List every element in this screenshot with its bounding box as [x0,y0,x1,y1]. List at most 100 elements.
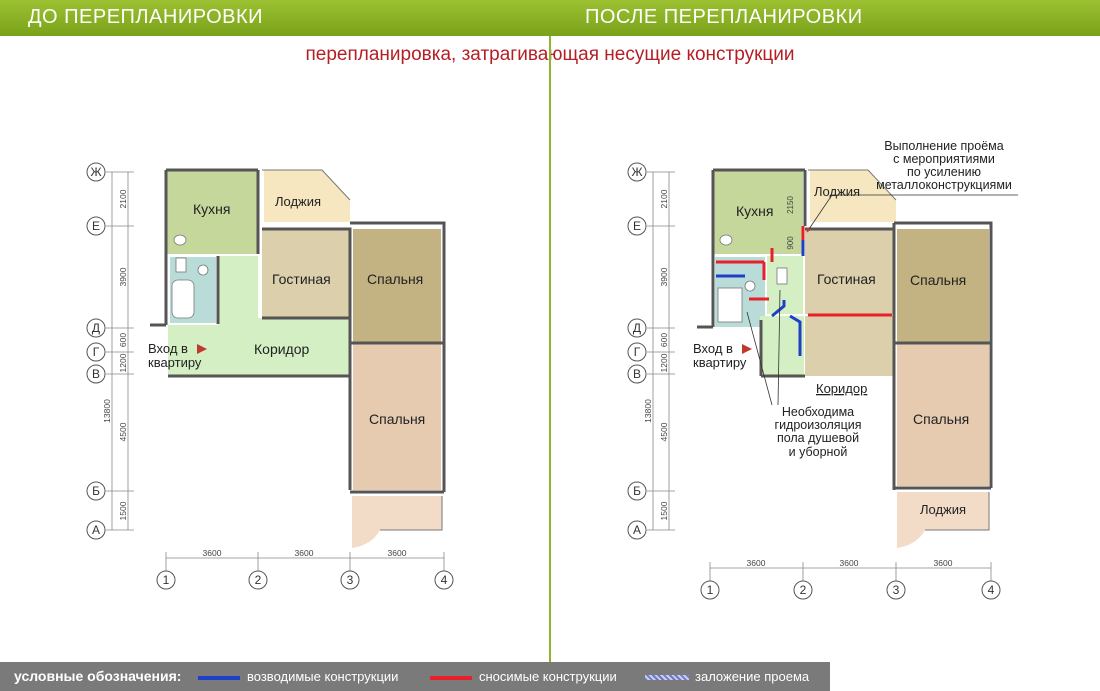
after-dim-lines [647,171,675,531]
after-fixtures [717,234,788,323]
note-opening-leader [806,194,1018,233]
axis-circle: Б [627,481,647,501]
entrance-line2: квартиру [693,355,747,370]
note-line: с мероприятиями [893,152,995,166]
axis-letter: Е [92,219,100,233]
toilet-icon [776,267,788,285]
legend-label-demolished: сносимые конструкции [479,669,617,684]
axis-circle: 4 [981,580,1001,600]
center-divider [549,36,551,662]
after-entrance: Вход в квартиру [693,341,752,370]
dim-label: 2150 [786,196,795,214]
label-bedroom-top: Спальня [367,271,423,287]
label-bedroom-bottom: Спальня [369,411,425,427]
after-hdims: 3600 3600 3600 [747,558,953,568]
before-walls [150,168,446,494]
sink-icon [744,280,756,292]
axis-circle: Б [86,481,106,501]
dim-label: 1200 [659,353,669,372]
legend-label-opening-fill: заложение проема [695,669,810,684]
axis-number: 4 [988,583,995,597]
after-title: ПОСЛЕ ПЕРЕПЛАНИРОВКИ [585,6,863,28]
label-loggia-bottom: Лоджия [920,502,966,517]
dim-label: 2100 [659,189,669,208]
dim-label: 3600 [747,558,766,568]
entrance-arrow-icon [197,344,207,354]
corridor-room [760,316,804,376]
after-extra-dims: 2150 900 [786,196,795,250]
before-entrance: Вход в квартиру [148,341,207,370]
stove-icon [719,234,733,246]
before-hdims: 3600 3600 3600 [203,548,407,558]
after-room-labels: Кухня Лоджия Гостиная Спальня Коридор Сп… [736,184,969,517]
dim-label: 3600 [388,548,407,558]
bathtub-icon [171,279,195,319]
legend-swatch-demolished [430,676,472,680]
before-fixtures [171,234,209,319]
after-vdims: 2100 3900 600 1200 4500 1500 13800 [643,189,669,520]
entrance-arrow-icon [742,344,752,354]
axis-circle: А [86,520,106,540]
dim-label: 1500 [659,501,669,520]
axis-letter: А [92,523,100,537]
axis-number: 3 [347,573,354,587]
axis-circle: Г [627,342,647,362]
label-living: Гостиная [272,271,331,287]
entrance-line2: квартиру [148,355,202,370]
dim-label: 1200 [118,353,128,372]
erected-structures [716,240,805,356]
label-kitchen: Кухня [736,203,773,219]
dim-label: 600 [118,333,128,347]
dim-label: 4500 [659,422,669,441]
note-line: пола душевой [777,431,859,445]
before-room-labels: Кухня Лоджия Гостиная Спальня Коридор Сп… [193,194,425,427]
axis-number: 4 [441,573,448,587]
after-plan: Ж Е Д Г В Б А 2100 3900 600 1200 4500 15… [627,139,1018,600]
dim-label: 4500 [118,422,128,441]
dim-label: 1500 [118,501,128,520]
dim-label: 3900 [118,267,128,286]
note-line: Выполнение проёма [884,139,1003,153]
axis-letter: Д [633,321,641,335]
bedroom-top [353,229,441,342]
axis-circle: В [86,364,106,384]
axis-letter: Б [92,484,100,498]
floor-plans: Ж Е Д Г В Б А 2100 3900 600 1200 4500 15… [86,139,1018,600]
axis-number: 3 [893,583,900,597]
after-axis-numbers: 1 2 3 4 [700,580,1001,600]
axis-circle: 1 [700,580,720,600]
axis-letter: А [633,523,641,537]
axis-letter: В [92,367,100,381]
label-living: Гостиная [817,271,876,287]
shower-tray-icon [717,287,743,323]
note-line: металлоконструкциями [876,178,1012,192]
axis-circle: 1 [156,570,176,590]
dim-label: 3600 [934,558,953,568]
label-loggia: Лоджия [814,184,860,199]
label-kitchen: Кухня [193,201,230,217]
axis-letter: Б [633,484,641,498]
axis-letter: Ж [90,165,101,179]
label-corridor: Коридор [816,381,867,396]
legend-bar: условные обозначения: возводимые констру… [0,662,830,691]
note-line: по усилению [907,165,981,179]
axis-circle: 3 [886,580,906,600]
axis-circle: Г [86,342,106,362]
loggia-top [810,170,896,222]
note-line: гидроизоляция [775,418,862,432]
axis-number: 2 [800,583,807,597]
axis-circle: Д [627,318,647,338]
bedroom-top [897,229,989,342]
note-waterproof: Необходима гидроизоляция пола душевой и … [775,405,862,459]
axis-letter: Ж [631,165,642,179]
after-walls [697,168,993,490]
loggia-bottom [897,492,989,548]
label-corridor: Коридор [254,341,310,357]
living-room-extended [805,316,894,376]
axis-letter: Г [93,345,100,359]
loggia-top [264,170,350,222]
label-loggia: Лоджия [275,194,321,209]
note-line: Необходима [782,405,854,419]
before-dim-lines [106,171,134,531]
before-axis-letters: Ж Е Д Г В Б А [86,162,106,540]
